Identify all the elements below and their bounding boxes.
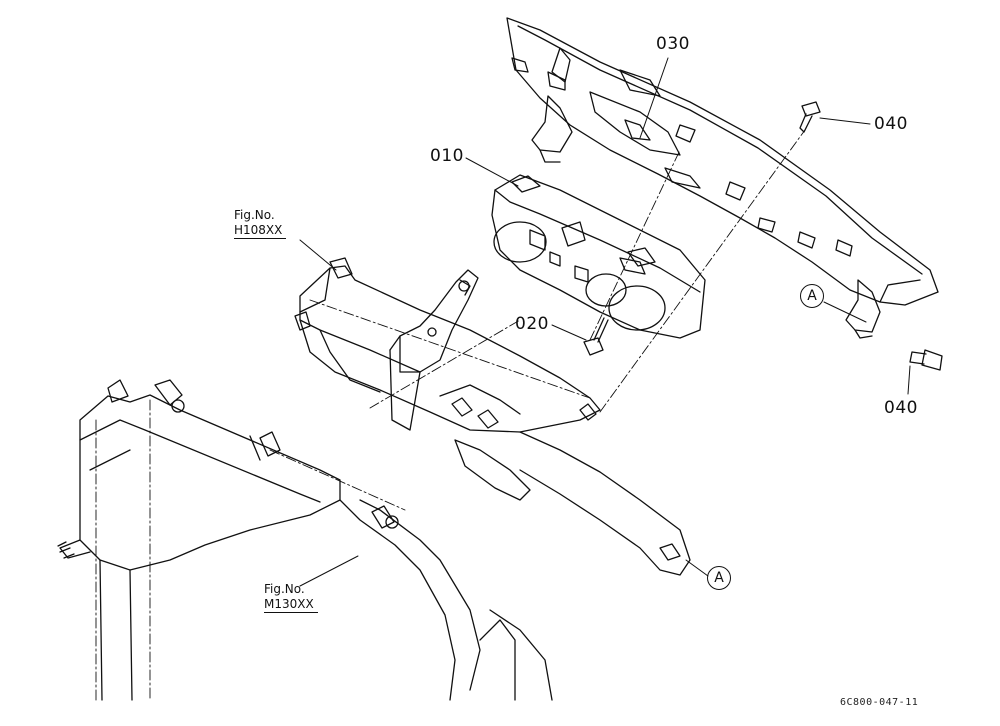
callout-040-upper: 040 — [874, 114, 908, 134]
callout-010: 010 — [430, 146, 464, 166]
lower-frame-drawing — [57, 379, 553, 701]
panel-cover-drawing — [506, 17, 939, 339]
main-frame-drawing — [294, 257, 691, 576]
bolt-040-upper-drawing — [799, 101, 821, 133]
screw-020-drawing — [583, 317, 609, 356]
fig-ref-caption: Fig.No. — [234, 208, 275, 222]
leader-lines — [299, 57, 911, 587]
fig-ref-number: M130XX — [264, 597, 318, 613]
instrument-meter-drawing — [491, 174, 706, 339]
callout-020: 020 — [515, 314, 549, 334]
fig-ref-number: H108XX — [234, 223, 287, 239]
connection-marker-a-right: A — [800, 284, 824, 308]
figure-reference-h108xx: Fig.No. H108XX — [234, 208, 287, 239]
drawing-code: 6C800-047-11 — [840, 697, 919, 708]
connection-marker-a-lower: A — [707, 566, 731, 590]
fig-ref-caption: Fig.No. — [264, 582, 305, 596]
assembly-guide-lines — [95, 129, 806, 701]
callout-030: 030 — [656, 34, 690, 54]
callout-040-lower: 040 — [884, 398, 918, 418]
bolt-040-lower-drawing — [909, 349, 943, 371]
support-bracket-drawing — [389, 269, 479, 431]
figure-reference-m130xx: Fig.No. M130XX — [264, 582, 318, 613]
